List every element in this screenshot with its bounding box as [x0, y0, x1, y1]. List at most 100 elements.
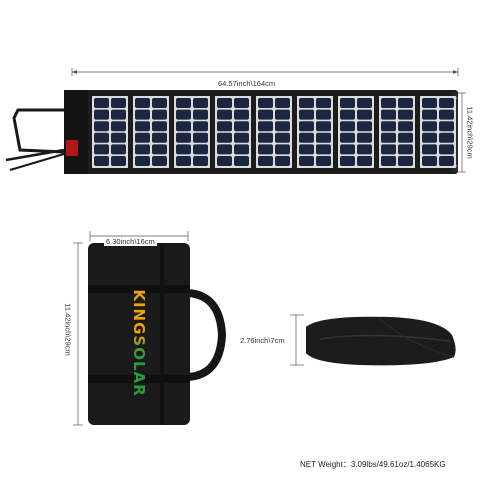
solar-cell — [152, 109, 167, 120]
solar-cell — [299, 98, 314, 108]
solar-cell — [234, 132, 249, 143]
solar-cell — [316, 109, 331, 120]
solar-cell — [357, 156, 372, 166]
solar-cell — [381, 98, 396, 108]
solar-cell — [135, 144, 150, 155]
solar-cell — [217, 156, 232, 166]
solar-cell — [275, 121, 290, 132]
solar-cell — [152, 98, 167, 108]
solar-cell — [258, 144, 273, 155]
solar-cell — [398, 121, 413, 132]
solar-cell — [340, 144, 355, 155]
solar-cell — [176, 121, 191, 132]
solar-cell — [381, 121, 396, 132]
solar-cell — [234, 144, 249, 155]
solar-cell — [316, 121, 331, 132]
solar-cell — [111, 98, 126, 108]
solar-cell — [316, 98, 331, 108]
solar-cell — [398, 156, 413, 166]
solar-cell — [398, 144, 413, 155]
solar-cell — [422, 132, 437, 143]
solar-cell — [357, 98, 372, 108]
solar-cell — [258, 156, 273, 166]
solar-cell — [275, 144, 290, 155]
solar-cell — [316, 144, 331, 155]
solar-cell — [258, 98, 273, 108]
solar-cell — [422, 144, 437, 155]
solar-cell — [152, 156, 167, 166]
solar-cell — [94, 98, 109, 108]
solar-cell — [111, 132, 126, 143]
solar-cell — [176, 109, 191, 120]
folded-panel-view: 6.30inch\16cm 11.42inch\29cm KINGSOLAR — [60, 225, 230, 435]
solar-cell — [111, 121, 126, 132]
solar-cell — [316, 156, 331, 166]
solar-cell — [135, 156, 150, 166]
brand-name: KINGSOLAR — [130, 289, 148, 397]
solar-cell — [152, 121, 167, 132]
solar-cell — [135, 121, 150, 132]
solar-cell — [299, 109, 314, 120]
unfolded-length-label: 64.57inch\164cm — [218, 79, 276, 88]
solar-cell — [94, 132, 109, 143]
solar-cell — [111, 144, 126, 155]
solar-cell — [258, 121, 273, 132]
solar-cell — [357, 132, 372, 143]
solar-cell — [275, 98, 290, 108]
solar-cell — [422, 98, 437, 108]
solar-cell — [439, 98, 454, 108]
solar-cell — [152, 144, 167, 155]
solar-cell — [422, 121, 437, 132]
solar-cell — [193, 132, 208, 143]
solar-cell — [398, 132, 413, 143]
solar-cell — [340, 132, 355, 143]
net-weight-value: 3.09lbs/49.61oz/1.4065KG — [350, 460, 446, 469]
folded-width-label: 6.30inch\16cm — [104, 237, 157, 246]
solar-cell — [234, 121, 249, 132]
net-weight-label: NET Weight： — [300, 460, 351, 469]
solar-cell — [193, 109, 208, 120]
solar-cell — [193, 156, 208, 166]
unfolded-panel-view: 64.57inch\164cm 11.42inch\29cm — [0, 0, 500, 210]
solar-cell — [299, 156, 314, 166]
solar-cell — [275, 109, 290, 120]
solar-cell — [357, 121, 372, 132]
solar-cell — [299, 144, 314, 155]
solar-cell — [398, 98, 413, 108]
solar-cell — [94, 109, 109, 120]
solar-cell — [439, 132, 454, 143]
solar-cell — [111, 109, 126, 120]
solar-cell — [135, 132, 150, 143]
thickness-view: 2.76inch\7cm — [240, 305, 470, 380]
folded-thickness-label: 2.76inch\7cm — [240, 336, 285, 345]
solar-cell — [381, 144, 396, 155]
solar-cell — [234, 109, 249, 120]
solar-cell — [217, 121, 232, 132]
solar-cell — [299, 121, 314, 132]
solar-cell — [193, 121, 208, 132]
solar-cell — [422, 109, 437, 120]
solar-cell — [176, 98, 191, 108]
solar-cell — [217, 109, 232, 120]
solar-cell — [275, 156, 290, 166]
solar-cell — [217, 98, 232, 108]
solar-cell — [217, 144, 232, 155]
solar-cell — [176, 156, 191, 166]
solar-cell — [357, 109, 372, 120]
solar-cell — [135, 98, 150, 108]
thickness-graphic — [290, 314, 456, 366]
solar-cell — [439, 144, 454, 155]
solar-cell — [381, 109, 396, 120]
solar-cell — [439, 109, 454, 120]
solar-cell — [234, 98, 249, 108]
solar-cell — [94, 121, 109, 132]
solar-cell — [439, 121, 454, 132]
solar-cell — [94, 144, 109, 155]
solar-cell — [357, 144, 372, 155]
solar-cell — [381, 132, 396, 143]
net-weight: NET Weight：3.09lbs/49.61oz/1.4065KG — [300, 459, 446, 470]
solar-cell — [94, 156, 109, 166]
solar-cell — [193, 98, 208, 108]
solar-cell — [258, 132, 273, 143]
unfolded-height-label: 11.42inch\29cm — [465, 106, 475, 159]
